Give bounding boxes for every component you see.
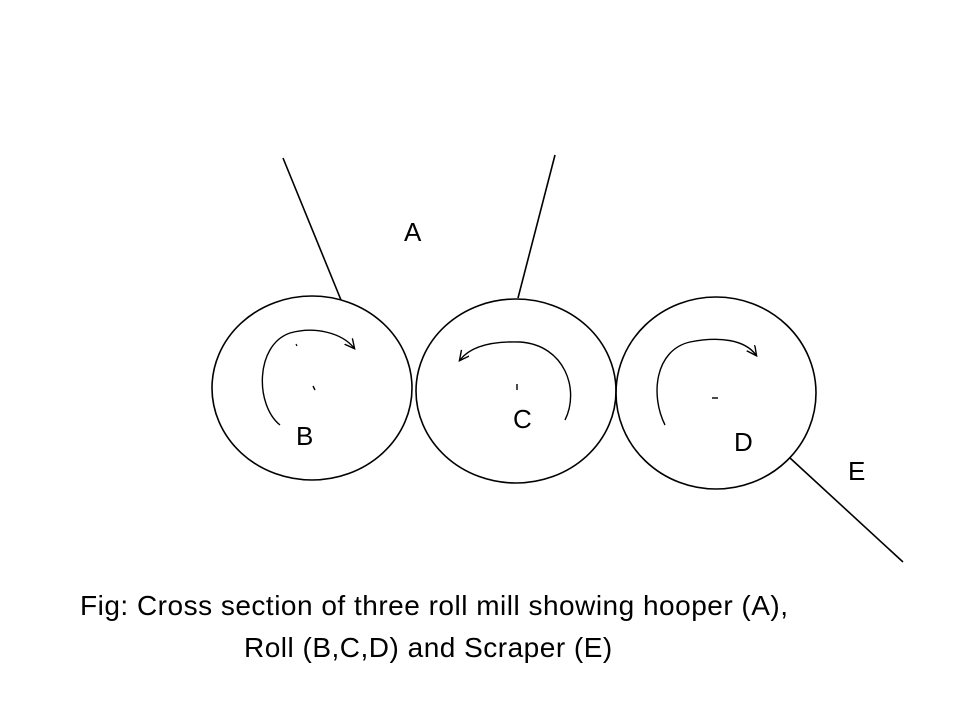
roll-c	[415, 298, 617, 484]
label-hopper-a: A	[404, 217, 422, 247]
label-scraper-e: E	[848, 456, 865, 486]
figure-caption-line-2: Roll (B,C,D) and Scraper (E)	[244, 632, 613, 663]
scraper-blade	[789, 457, 904, 563]
roll-b	[211, 295, 413, 481]
roll-b-tick-mark	[295, 343, 298, 347]
label-roll-d: D	[734, 427, 753, 457]
label-roll-c: C	[513, 404, 532, 434]
hopper-right-wall	[517, 154, 556, 299]
roll-c-rotation-arrow	[460, 341, 572, 421]
roll-d	[615, 296, 817, 490]
label-roll-b: B	[296, 421, 313, 451]
roll-b-center-mark	[312, 385, 316, 391]
roll-b-rotation-arrow	[261, 329, 354, 426]
figure-caption-line-1: Fig: Cross section of three roll mill sh…	[80, 590, 789, 621]
roll-d-rotation-arrow	[656, 338, 756, 426]
hopper-left-wall	[282, 157, 342, 301]
